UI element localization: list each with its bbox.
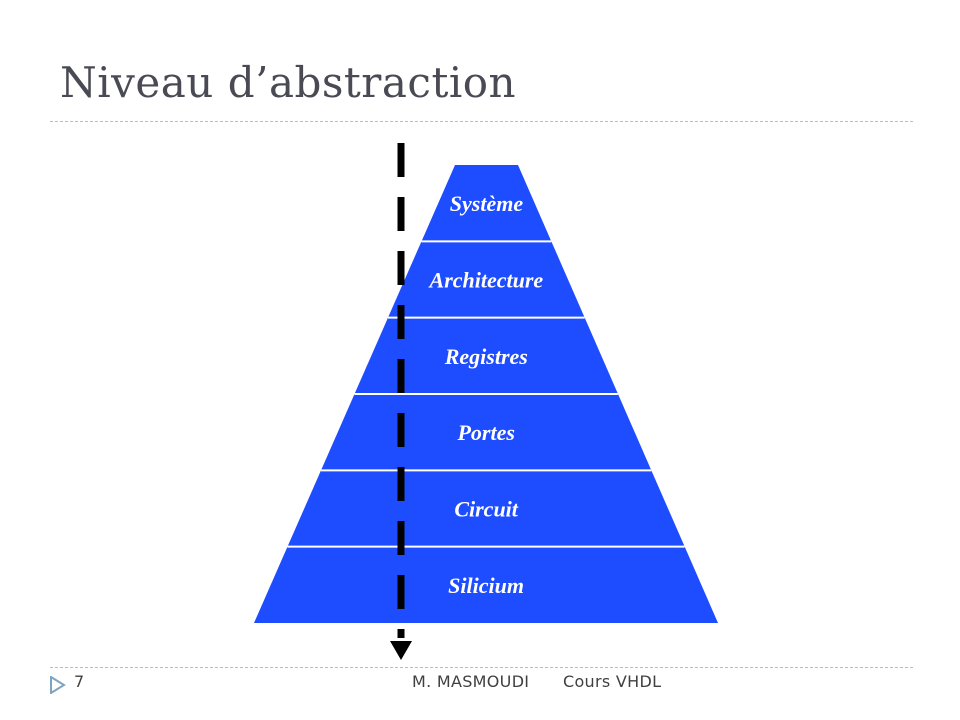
pyramid: SystèmeArchitectureRegistresPortesCircui… <box>254 165 718 623</box>
page-number: 7 <box>74 672 85 691</box>
abstraction-arrow <box>390 143 412 660</box>
pyramid-level-band <box>287 470 685 547</box>
pyramid-level-label: Système <box>450 191 524 216</box>
pyramid-level-label: Circuit <box>454 497 518 522</box>
pyramid-level-band <box>388 241 585 318</box>
footer-divider <box>50 667 913 668</box>
footer-course: Cours VHDL <box>563 672 662 691</box>
pyramid-level-label: Silicium <box>448 573 524 598</box>
arrow-head-icon <box>390 641 412 660</box>
pyramid-level-band <box>254 546 718 623</box>
pyramid-level-band <box>421 165 552 242</box>
pyramid-level-band <box>354 317 618 394</box>
pyramid-level-label: Architecture <box>428 268 544 293</box>
footer-author: M. MASMOUDI <box>412 672 530 691</box>
pyramid-level-label: Portes <box>456 420 514 445</box>
triangle-right-icon <box>50 676 66 694</box>
pyramid-level-label: Registres <box>444 344 528 369</box>
title-divider <box>50 121 913 122</box>
slide-title: Niveau d’abstraction <box>60 58 517 107</box>
